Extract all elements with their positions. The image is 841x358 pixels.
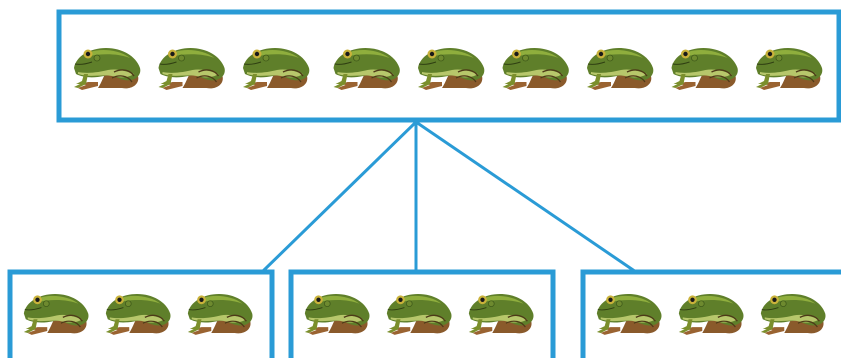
total-group-box [59,12,839,120]
sub-group-box-3 [583,272,841,358]
connector-lines [262,122,636,272]
connector-right [416,122,636,272]
connector-left [262,122,416,272]
sub-group-box-1 [10,272,272,358]
sub-group-box-2 [291,272,553,358]
